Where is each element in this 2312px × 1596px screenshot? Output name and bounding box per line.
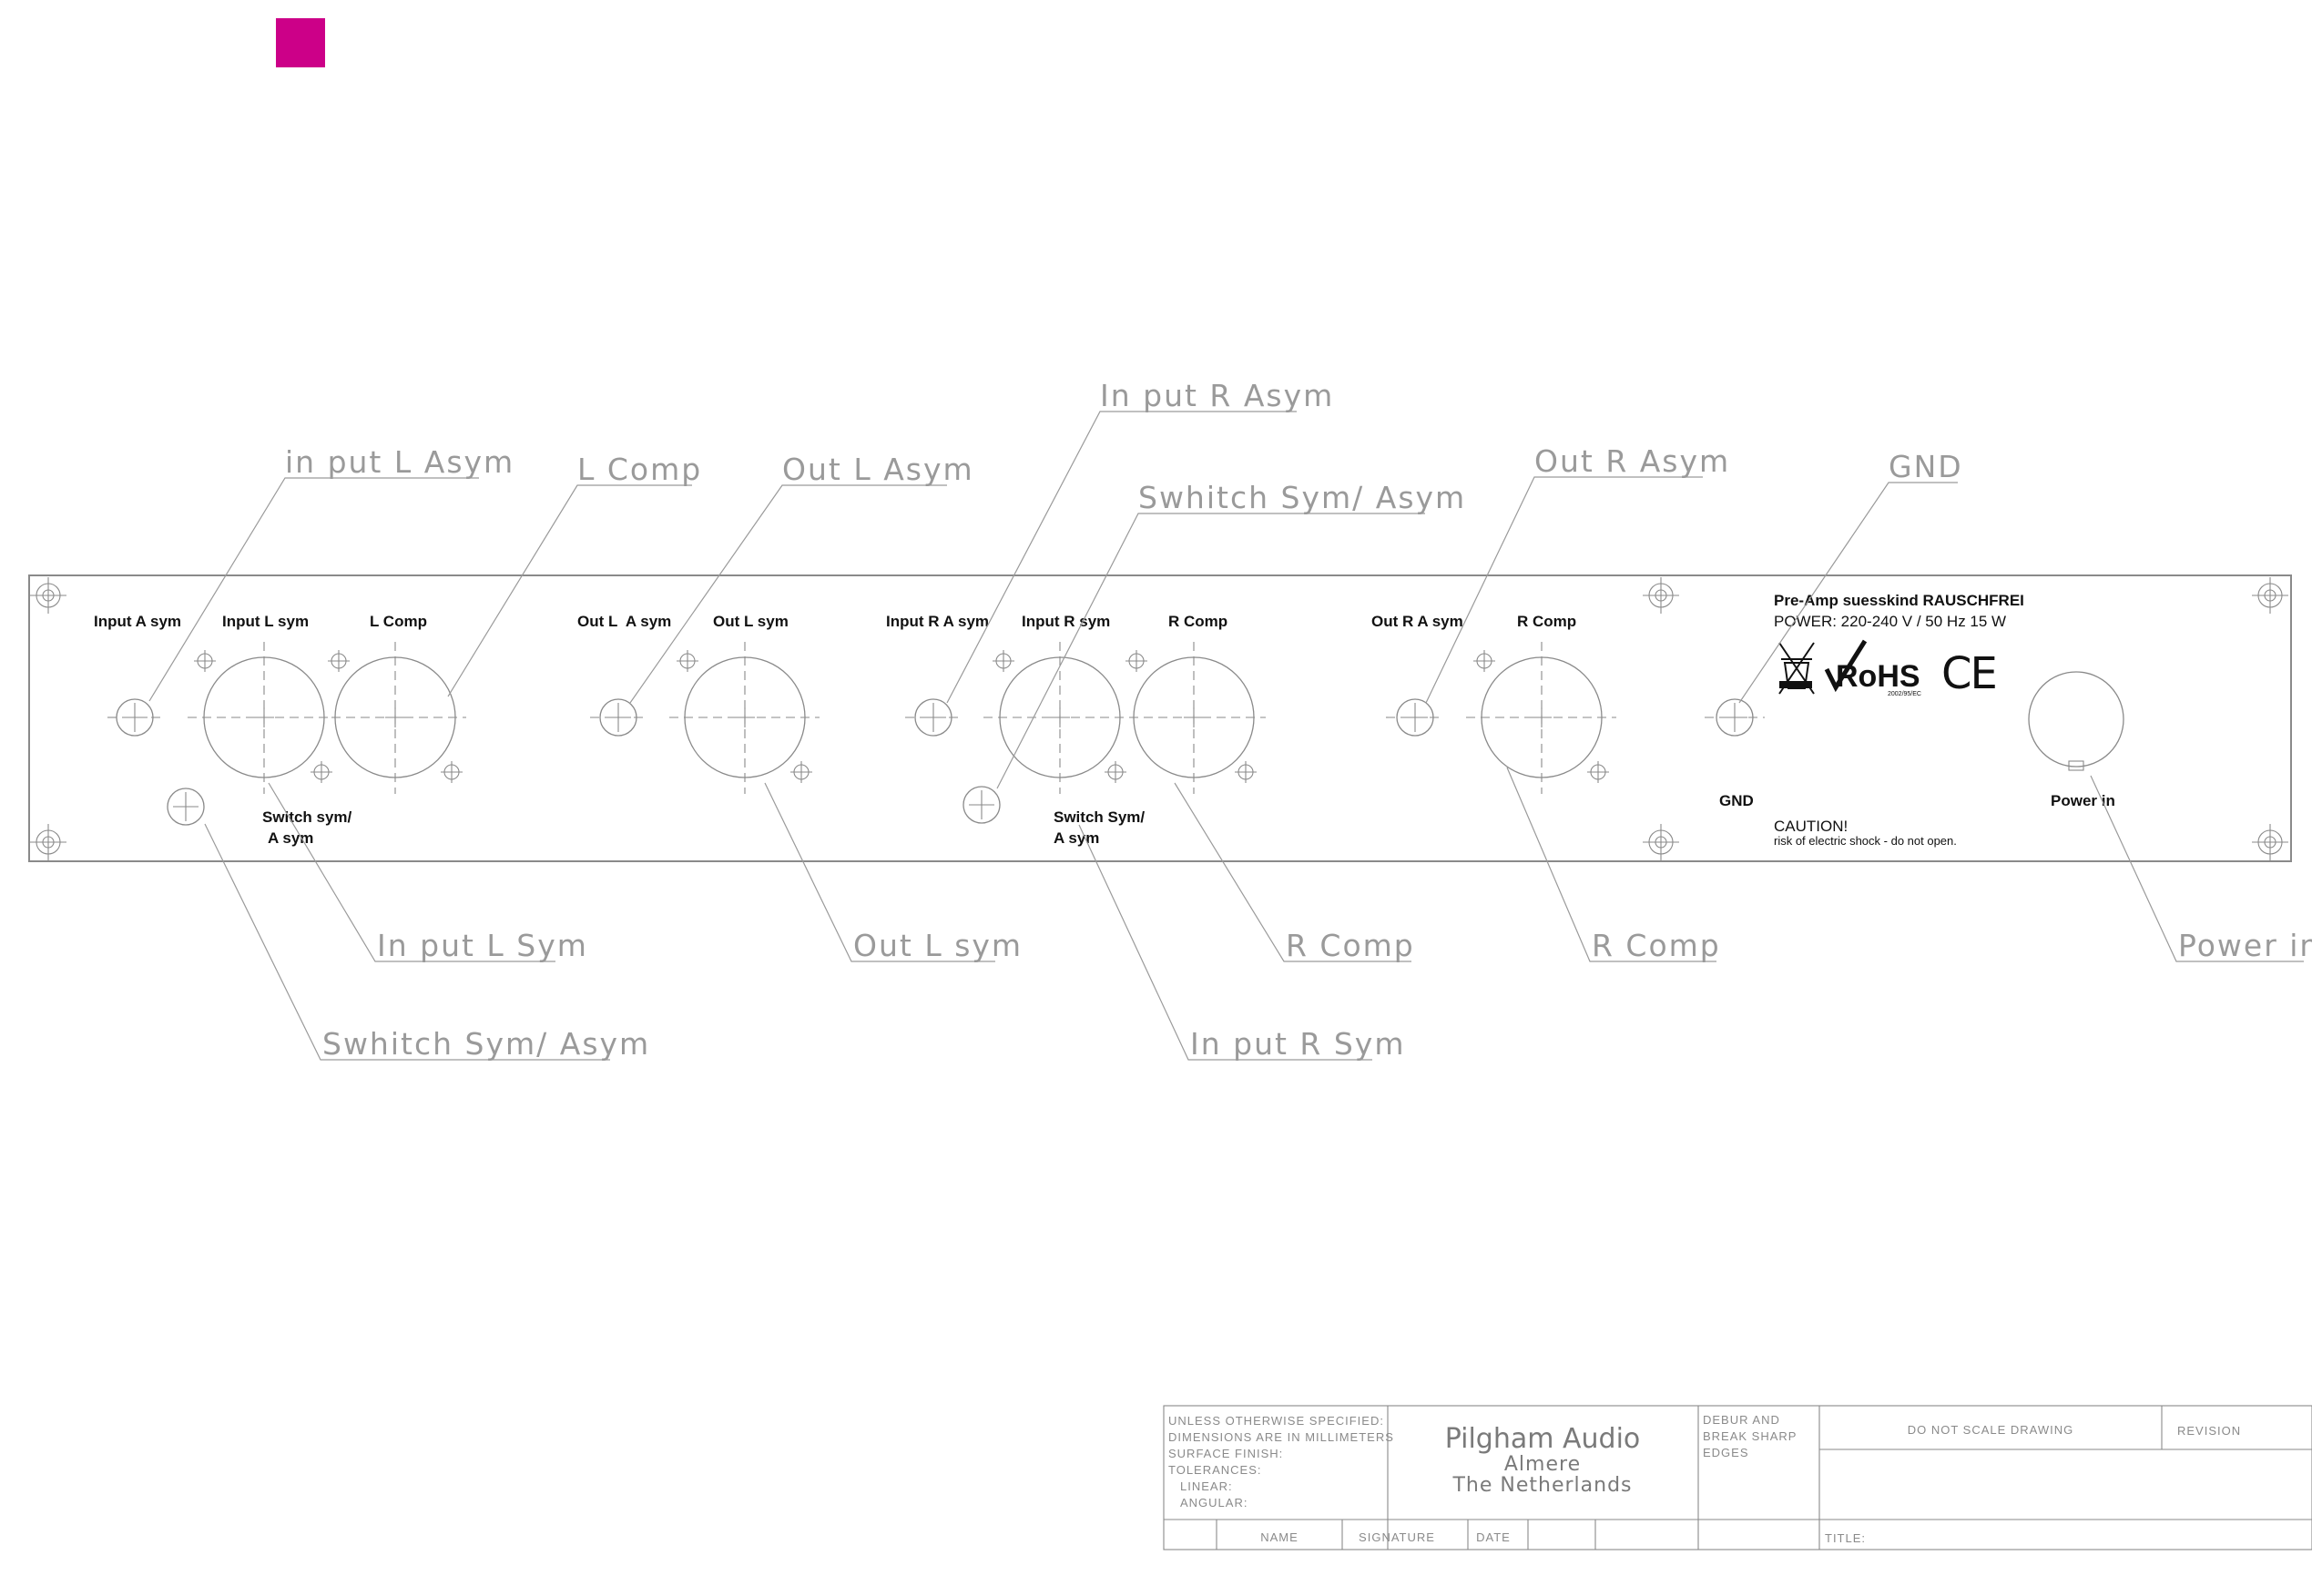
company-country: The Netherlands	[1451, 1474, 1632, 1497]
callout-r-comp-1: R Comp	[1286, 928, 1415, 963]
ce-mark-icon: CE	[1941, 648, 1996, 699]
callout-power-in: Power in	[2178, 928, 2312, 963]
spec-line-6: ANGULAR:	[1180, 1496, 1248, 1510]
panel-label-switch-r-1: Switch Sym/	[1054, 808, 1145, 826]
callout-r-comp-2: R Comp	[1592, 928, 1721, 963]
callout-out-r-asym: Out R Asym	[1534, 443, 1730, 479]
gnd-terminal	[1705, 698, 1765, 737]
name-label: NAME	[1260, 1530, 1299, 1544]
title-label: TITLE:	[1825, 1531, 1866, 1545]
mounting-hole	[1643, 824, 1679, 860]
debur-line-2: BREAK SHARP	[1703, 1429, 1797, 1443]
power-spec: POWER: 220-240 V / 50 Hz 15 W	[1774, 613, 2006, 630]
panel-label-out-l-a-sym: Out L A sym	[577, 613, 671, 630]
xlr-r-comp-out	[1466, 642, 1616, 794]
panel-label-switch-l-1: Switch sym/	[262, 808, 352, 826]
mounting-hole	[2252, 824, 2288, 860]
panel-label-gnd: GND	[1719, 792, 1754, 809]
xlr-r-comp	[1125, 642, 1266, 794]
mounting-hole	[30, 577, 66, 614]
spec-line-3: SURFACE FINISH:	[1168, 1447, 1283, 1460]
panel-label-out-r-a-sym: Out R A sym	[1371, 613, 1463, 630]
callout-l-comp: L Comp	[577, 452, 702, 487]
title-block: UNLESS OTHERWISE SPECIFIED: DIMENSIONS A…	[1163, 1405, 2312, 1550]
signature-label: SIGNATURE	[1359, 1530, 1435, 1544]
panel-label-r-comp-2: R Comp	[1517, 613, 1576, 630]
color-marker	[276, 18, 325, 67]
jack-input-r-asym	[905, 698, 963, 737]
revision-label: REVISION	[2177, 1424, 2241, 1438]
panel-label-power-in: Power in	[2051, 792, 2115, 809]
leader-lines	[148, 411, 2304, 1061]
callout-input-r-sym: In put R Sym	[1190, 1026, 1405, 1062]
callout-switch-sym-asym-bottom: Swhitch Sym/ Asym	[322, 1026, 650, 1062]
panel-label-switch-r-2: A sym	[1054, 829, 1099, 847]
panel-label-input-r-sym: Input R sym	[1022, 613, 1110, 630]
callout-gnd: GND	[1889, 449, 1963, 484]
callout-input-r-asym: In put R Asym	[1100, 378, 1334, 413]
xlr-input-r-sym	[983, 642, 1129, 794]
panel-label-input-a-sym: Input A sym	[94, 613, 181, 630]
caution-subtext: risk of electric shock - do not open.	[1774, 834, 1957, 848]
jack-out-r-asym	[1386, 698, 1444, 737]
panel-label-switch-l-2: A sym	[268, 829, 313, 847]
company-name: Pilgham Audio	[1445, 1423, 1641, 1455]
power-inlet	[2028, 671, 2124, 771]
panel-label-input-l-sym: Input L sym	[222, 613, 309, 630]
spec-line-1: UNLESS OTHERWISE SPECIFIED:	[1168, 1414, 1384, 1428]
debur-line-1: DEBUR AND	[1703, 1413, 1780, 1427]
callout-out-l-asym: Out L Asym	[782, 452, 974, 487]
callout-out-l-sym: Out L sym	[853, 928, 1023, 963]
callout-input-l-sym: In put L Sym	[377, 928, 588, 963]
spec-line-2: DIMENSIONS ARE IN MILLIMETERS	[1168, 1430, 1394, 1444]
rohs-text: RoHS	[1836, 659, 1920, 694]
weee-bin-icon	[1778, 642, 1815, 695]
rohs-subtext: 2002/95/EC	[1888, 691, 1921, 697]
date-label: DATE	[1476, 1530, 1511, 1544]
product-name: Pre-Amp suesskind RAUSCHFREI	[1774, 592, 2024, 609]
callout-switch-sym-asym-top: Swhitch Sym/ Asym	[1138, 480, 1466, 515]
switch-l	[167, 788, 205, 826]
rear-panel: RoHS 2002/95/EC CE Input A sym Input L s…	[28, 574, 2292, 862]
spec-line-4: TOLERANCES:	[1168, 1463, 1262, 1477]
rohs-logo-icon: RoHS 2002/95/EC	[1824, 639, 1921, 697]
xlr-input-l-sym	[188, 642, 332, 794]
jack-out-l-asym	[590, 698, 648, 737]
switch-r	[962, 786, 1001, 824]
caution-title: CAUTION!	[1774, 818, 1848, 835]
mounting-hole	[30, 824, 66, 860]
callout-input-l-asym: in put L Asym	[285, 444, 514, 480]
jack-input-l-asym	[107, 698, 164, 737]
panel-label-r-comp: R Comp	[1168, 613, 1227, 630]
xlr-out-l-sym	[669, 642, 820, 794]
do-not-scale: DO NOT SCALE DRAWING	[1908, 1423, 2074, 1437]
mounting-hole	[2252, 577, 2288, 614]
xlr-l-comp	[328, 642, 466, 794]
company-city: Almere	[1504, 1453, 1581, 1476]
panel-label-input-r-a-sym: Input R A sym	[886, 613, 989, 630]
panel-label-l-comp: L Comp	[370, 613, 427, 630]
panel-label-out-l-sym: Out L sym	[713, 613, 789, 630]
mounting-hole	[1643, 577, 1679, 614]
spec-line-5: LINEAR:	[1180, 1479, 1233, 1493]
debur-line-3: EDGES	[1703, 1446, 1749, 1459]
